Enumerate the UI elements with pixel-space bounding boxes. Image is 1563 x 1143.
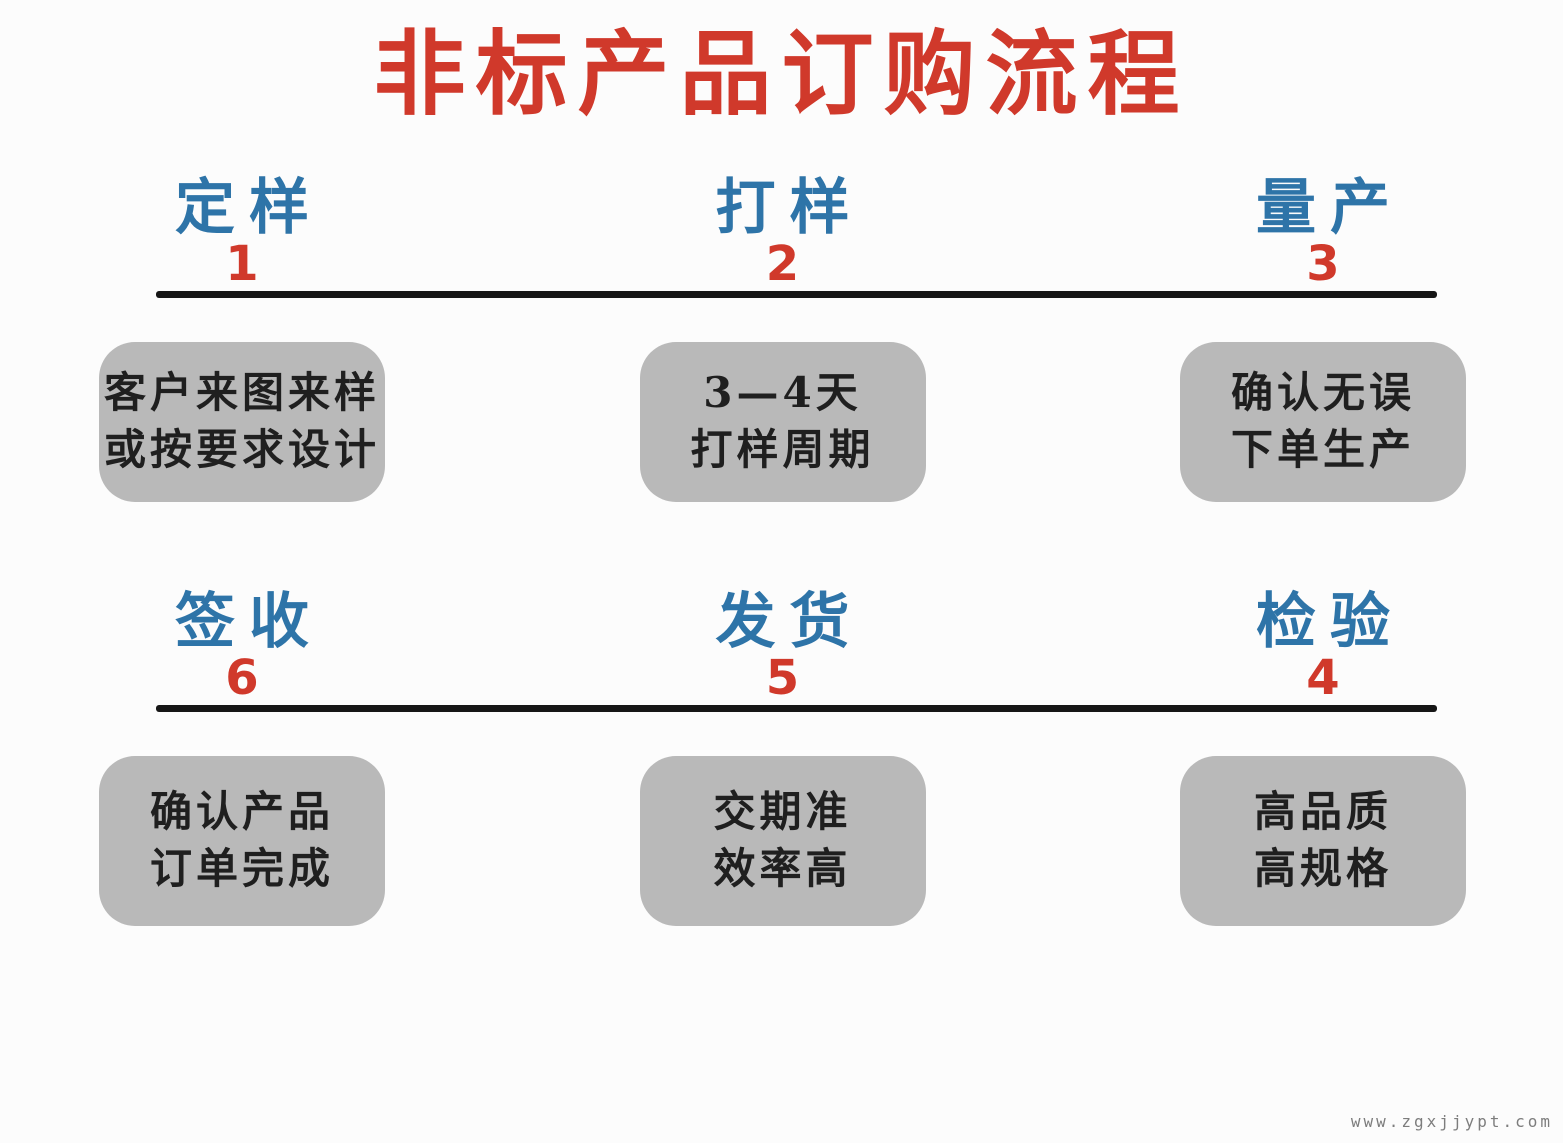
box-text-line: 下单生产 xyxy=(1230,424,1415,474)
box-text-line: 客户来图来样 xyxy=(103,368,380,418)
step-head-jianyan: 检验 4 xyxy=(1178,590,1468,702)
step-detail-box: 高品质 高规格 xyxy=(1180,755,1466,926)
step-labels-row: 签收 6 发货 5 检验 4 xyxy=(0,590,1563,702)
step-labels-row: 定样 1 打样 2 量产 3 xyxy=(0,176,1563,288)
box-text-line: 确认产品 xyxy=(149,787,334,837)
box-text-line: 订单完成 xyxy=(149,843,334,893)
box-text-line: 确认无误 xyxy=(1230,368,1415,418)
box-text-line: 效率高 xyxy=(713,843,852,893)
process-row-top: 定样 1 打样 2 量产 3 客户来图来样 或按要求设计 3—4 xyxy=(0,176,1563,502)
step-detail-box: 3—4天 打样周期 xyxy=(639,341,926,502)
step-label: 定样 xyxy=(175,172,323,243)
detail-boxes-row: 客户来图来样 或按要求设计 3—4天 打样周期 确认无误 下单生产 xyxy=(0,341,1563,502)
step-detail-box: 交期准 效率高 xyxy=(639,755,926,926)
step-number: 2 xyxy=(765,235,800,292)
step-label: 检验 xyxy=(1256,586,1404,657)
step-detail-box: 确认无误 下单生产 xyxy=(1180,341,1466,502)
step-label: 发货 xyxy=(715,586,864,657)
timeline-line-bottom xyxy=(156,704,1437,712)
step-number: 1 xyxy=(225,235,259,292)
step-label: 签收 xyxy=(175,586,323,657)
step-head-fahuo: 发货 5 xyxy=(638,590,928,702)
box-text-line: 3—4天 xyxy=(703,368,862,418)
step-number: 5 xyxy=(765,649,800,706)
box-text-line: 或按要求设计 xyxy=(103,424,380,474)
detail-boxes-row: 确认产品 订单完成 交期准 效率高 高品质 高规格 xyxy=(0,755,1563,926)
box-text-line: 高规格 xyxy=(1253,843,1392,893)
step-number: 3 xyxy=(1306,235,1340,292)
step-head-qianshou: 签收 6 xyxy=(97,590,387,702)
step-head-dayang: 打样 2 xyxy=(638,176,928,288)
step-label: 打样 xyxy=(715,172,864,243)
step-number: 4 xyxy=(1306,649,1340,706)
box-text-line: 交期准 xyxy=(713,787,852,837)
step-number: 6 xyxy=(225,649,259,706)
step-detail-box: 确认产品 订单完成 xyxy=(99,755,385,926)
page-title: 非标产品订购流程 xyxy=(373,20,1190,128)
step-detail-box: 客户来图来样 或按要求设计 xyxy=(99,341,385,502)
box-text-line: 高品质 xyxy=(1253,787,1392,837)
step-label: 量产 xyxy=(1256,172,1404,243)
timeline-line-top xyxy=(156,290,1437,298)
watermark: www.zgxjjypt.com xyxy=(1350,1112,1553,1131)
step-head-dingyang: 定样 1 xyxy=(97,176,387,288)
box-text-line: 打样周期 xyxy=(690,424,875,474)
process-row-bottom: 签收 6 发货 5 检验 4 确认产品 订单完成 交期准 xyxy=(0,590,1563,926)
step-head-liangchan: 量产 3 xyxy=(1178,176,1468,288)
